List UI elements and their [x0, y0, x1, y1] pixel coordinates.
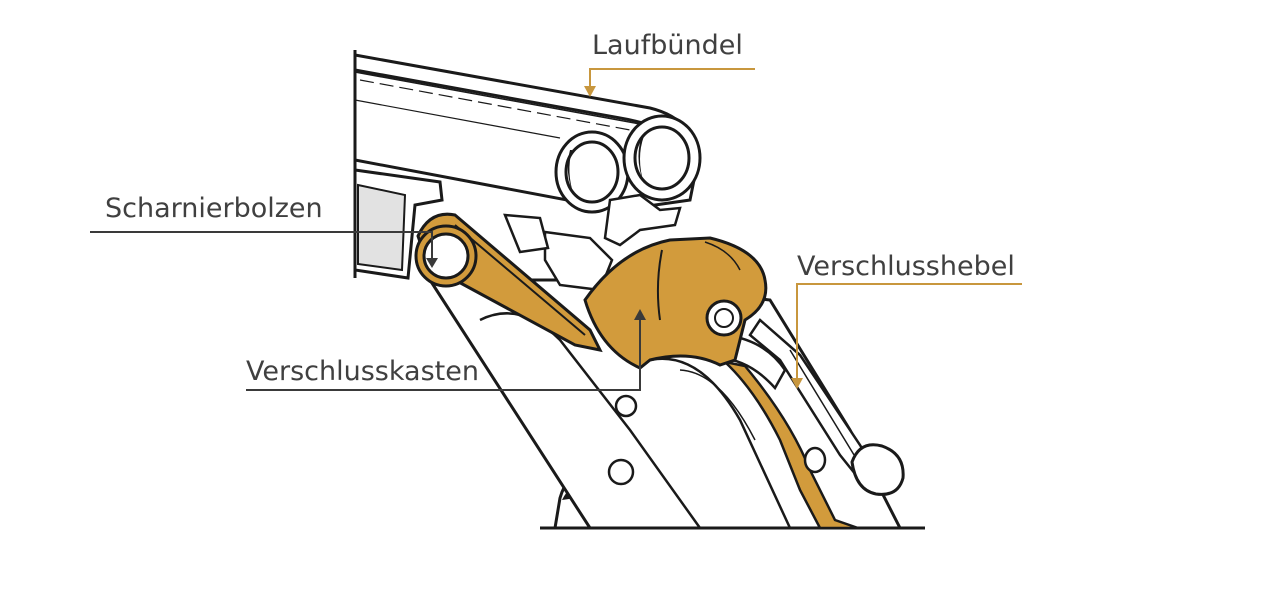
arrow-barrels	[584, 86, 596, 97]
action-strip-inner	[454, 224, 586, 336]
receiver-detail	[656, 249, 663, 321]
barrel-rib-1	[354, 71, 641, 125]
label-action: Verschlusskasten	[246, 356, 479, 387]
lever-knob	[850, 443, 905, 496]
label-top-lever: Verschlusshebel	[797, 251, 1015, 282]
screw-lower	[607, 458, 635, 486]
arrow-action	[634, 309, 646, 320]
screw-upper	[614, 394, 638, 418]
lever-arm-line	[789, 349, 863, 469]
muzzle-right-bore	[633, 125, 691, 191]
barrel-rib-3	[354, 99, 561, 139]
label-barrels: Laufbündel	[592, 30, 743, 61]
leader-barrels	[589, 68, 755, 88]
leader-hinge-pin	[90, 231, 433, 260]
stock-panel-inner	[679, 369, 756, 441]
hinge-pin-inner	[422, 232, 470, 280]
label-hinge-pin: Scharnierbolzen	[105, 193, 323, 224]
barrel-rib-2	[359, 79, 631, 131]
trigger-plate	[720, 359, 859, 530]
barrel-lump	[603, 193, 682, 247]
trigger-plate-hole	[803, 446, 827, 474]
leader-top-lever	[796, 283, 1022, 380]
muzzle-left-shade	[567, 150, 574, 196]
forend-face	[357, 183, 407, 272]
receiver-detail-2	[704, 241, 741, 271]
arrow-hinge-pin	[426, 258, 438, 268]
lever-spindle-inner	[714, 308, 734, 328]
leader-action	[246, 318, 641, 391]
receiver-body	[583, 236, 768, 370]
arrow-top-lever	[791, 378, 803, 389]
muzzle-left-bore	[564, 140, 620, 204]
barrel-lump-3	[503, 213, 550, 254]
muzzle-right-shade	[638, 136, 644, 184]
